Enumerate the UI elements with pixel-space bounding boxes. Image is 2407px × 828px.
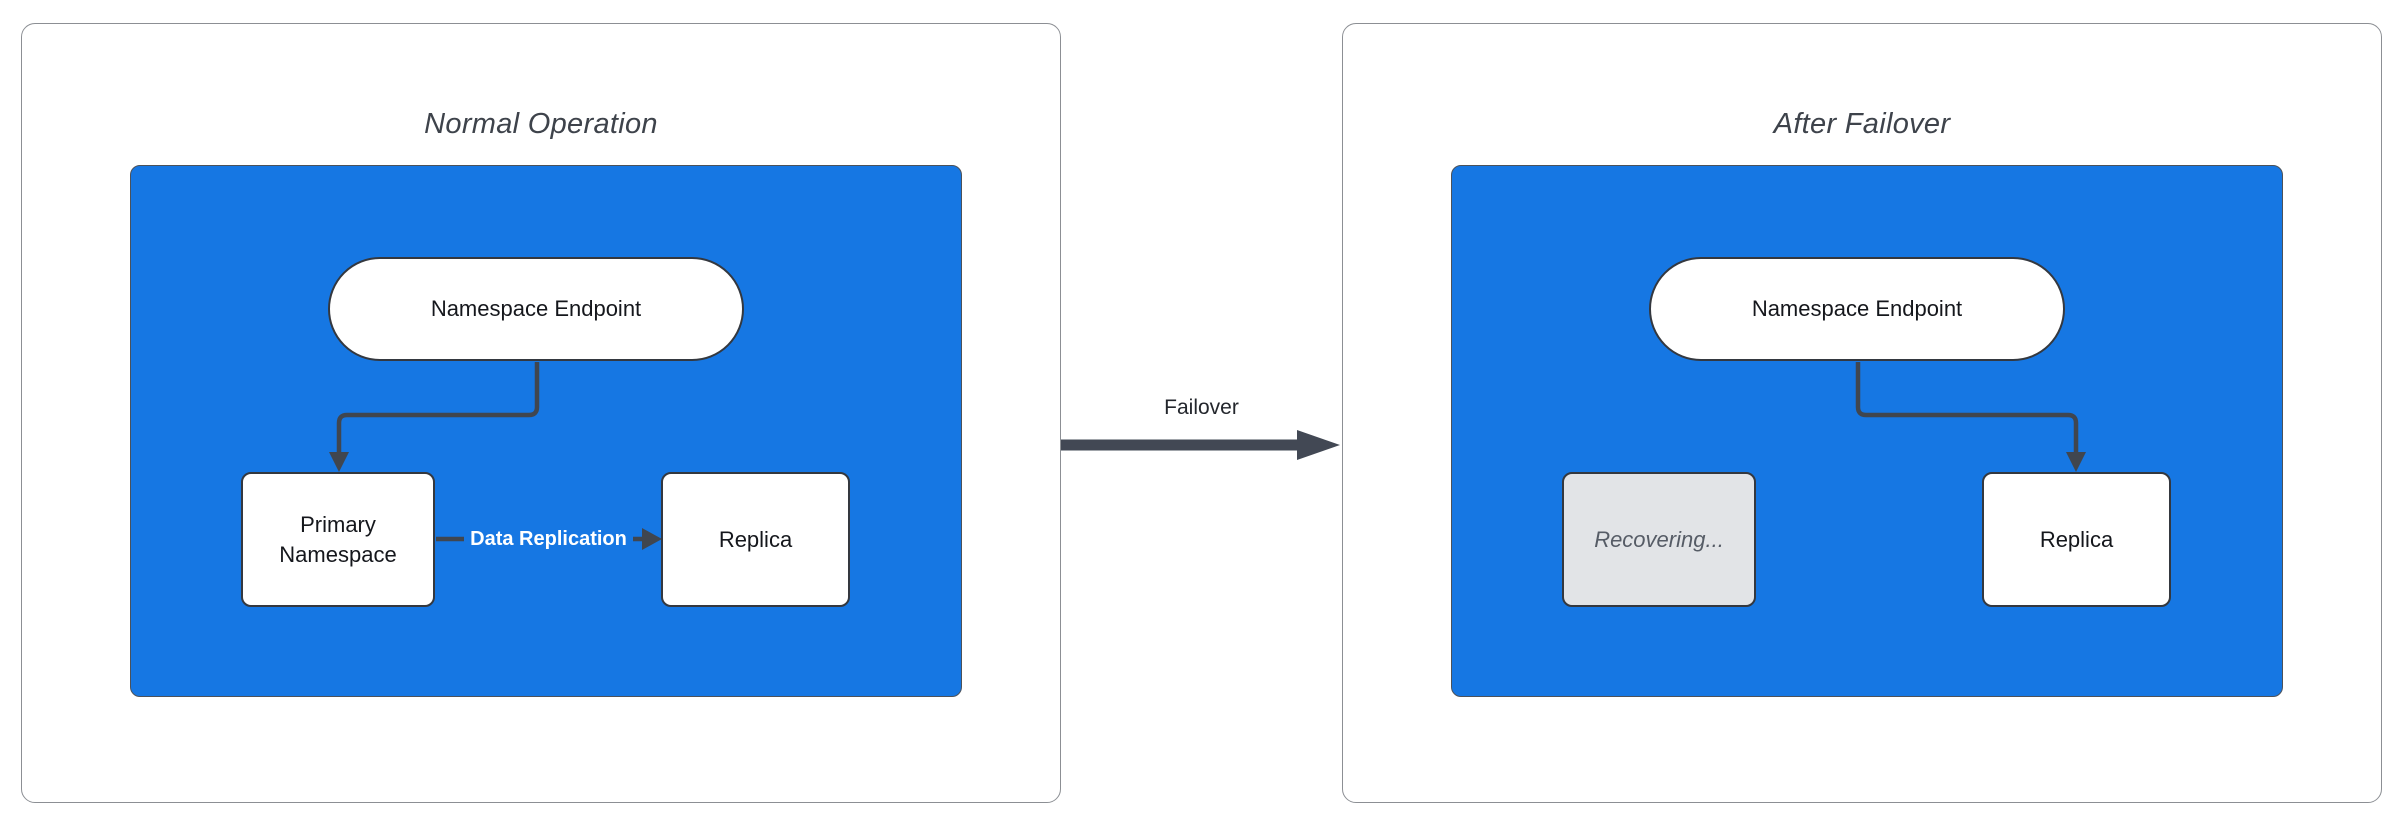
panel-title-after-failover: After Failover xyxy=(1773,108,1951,140)
failover-label: Failover xyxy=(1164,396,1239,419)
panel-normal-operation: Normal Operation Namespace Endpoint Prim… xyxy=(21,23,1061,803)
replica-node: Replica xyxy=(1982,472,2171,607)
connector-layer xyxy=(1855,362,2086,472)
replica-label: Replica xyxy=(2039,526,2114,552)
primary-namespace-label: Primary Namespace xyxy=(279,511,397,567)
failover-arrow-icon xyxy=(1061,430,1340,460)
panel-title-normal-operation: Normal Operation xyxy=(424,108,658,140)
endpoint-to-primary-connector xyxy=(336,362,540,454)
panel-after-failover: After Failover Namespace Endpoint Recove… xyxy=(1342,23,2382,803)
namespace-endpoint-node: Namespace Endpoint xyxy=(328,257,744,361)
replica-label: Replica xyxy=(718,526,793,552)
recovering-label: Recovering... xyxy=(1594,526,1724,552)
primary-namespace-node: Primary Namespace xyxy=(241,472,435,607)
data-replication-label: Data Replication xyxy=(435,518,662,560)
arrowhead-down-icon xyxy=(329,452,349,472)
namespace-endpoint-node: Namespace Endpoint xyxy=(1649,257,2065,361)
arrowhead-right-icon xyxy=(642,528,662,550)
namespace-container-box: Namespace Endpoint Primary Namespace Rep… xyxy=(130,165,962,697)
data-replication-text: Data Replication xyxy=(464,524,633,554)
namespace-container-box: Namespace Endpoint Recovering... Replica xyxy=(1451,165,2283,697)
arrowhead-down-icon xyxy=(2066,452,2086,472)
failover-arrowhead-icon xyxy=(1297,430,1340,460)
failover-transition: Failover xyxy=(1061,396,1342,466)
recovering-node: Recovering... xyxy=(1562,472,1756,607)
namespace-endpoint-label: Namespace Endpoint xyxy=(1751,296,1963,322)
replica-node: Replica xyxy=(661,472,850,607)
connector-layer xyxy=(329,362,662,550)
namespace-endpoint-label: Namespace Endpoint xyxy=(430,296,642,322)
endpoint-to-replica-connector xyxy=(1855,362,2079,454)
